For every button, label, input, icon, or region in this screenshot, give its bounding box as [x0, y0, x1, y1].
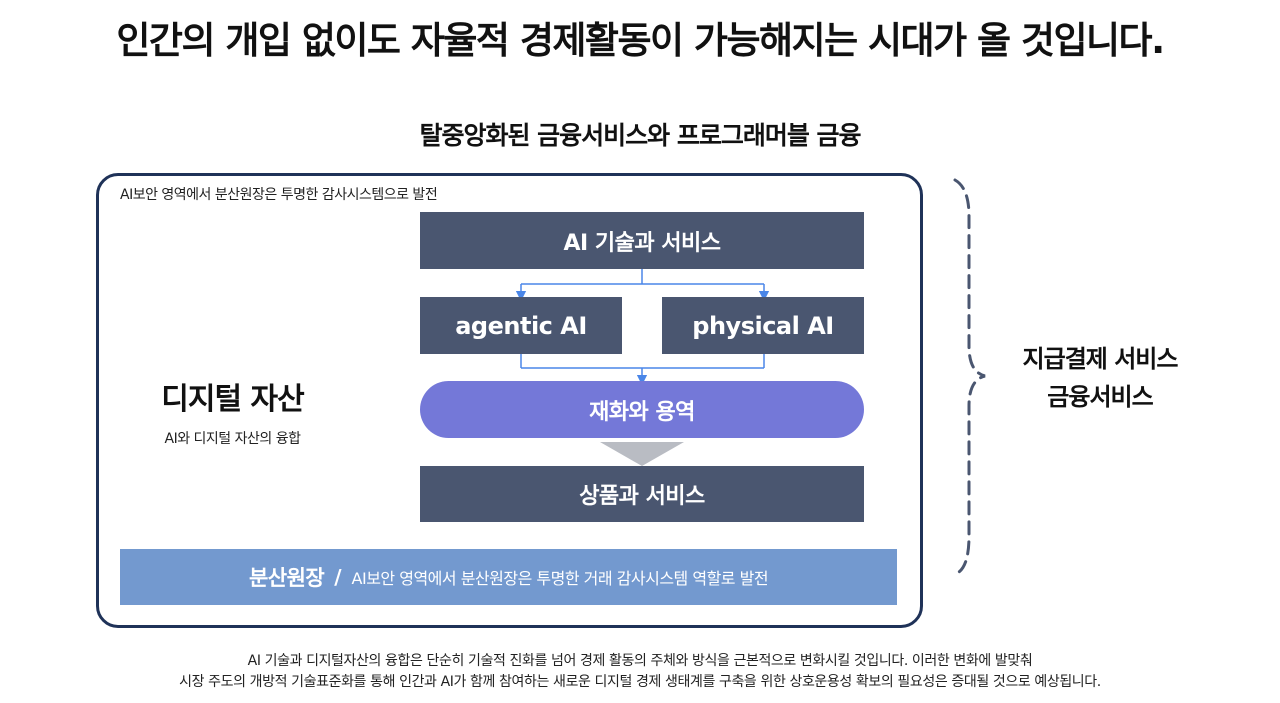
ledger-separator: / — [334, 565, 342, 589]
payment-services-line: 지급결제 서비스 — [1022, 345, 1179, 373]
goods-services-pill: 재화와 용역 — [420, 381, 864, 438]
footer-line-1: AI 기술과 디지털자산의 융합은 단순히 기술적 진화를 넘어 경제 활동의 … — [247, 653, 1033, 669]
main-title: 인간의 개입 없이도 자율적 경제활동이 가능해지는 시대가 올 것입니다. — [116, 19, 1165, 62]
footer-text: AI 기술과 디지털자산의 융합은 단순히 기술적 진화를 넘어 경제 활동의 … — [0, 651, 1280, 693]
ai-services-box: AI 기술과 서비스 — [420, 212, 864, 269]
products-services-box: 상품과 서비스 — [420, 466, 864, 522]
digital-asset-subtitle: AI와 디지털 자산의 융합 — [164, 431, 301, 447]
financial-services-line: 금융서비스 — [1047, 383, 1153, 411]
ledger-title: 분산원장 — [248, 566, 325, 590]
dashed-brace — [953, 178, 986, 574]
payment-services-label: 지급결제 서비스 금융서비스 — [1000, 340, 1200, 416]
footer-line-2: 시장 주도의 개방적 기술표준화를 통해 인간과 AI가 함께 참여하는 새로운… — [179, 674, 1101, 690]
frame-caption: AI보안 영역에서 분산원장은 투명한 감사시스템으로 발전 — [120, 187, 438, 203]
section-subtitle: 탈중앙화된 금융서비스와 프로그래머블 금융 — [419, 121, 861, 150]
digital-asset-title: 디지털 자산 — [161, 382, 304, 417]
agentic-ai-box: agentic AI — [420, 297, 622, 354]
physical-ai-box: physical AI — [662, 297, 864, 354]
distributed-ledger-bar: 분산원장 / AI보안 영역에서 분산원장은 투명한 거래 감사시스템 역할로 … — [120, 549, 897, 605]
ledger-description: AI보안 영역에서 분산원장은 투명한 거래 감사시스템 역할로 발전 — [351, 569, 769, 588]
